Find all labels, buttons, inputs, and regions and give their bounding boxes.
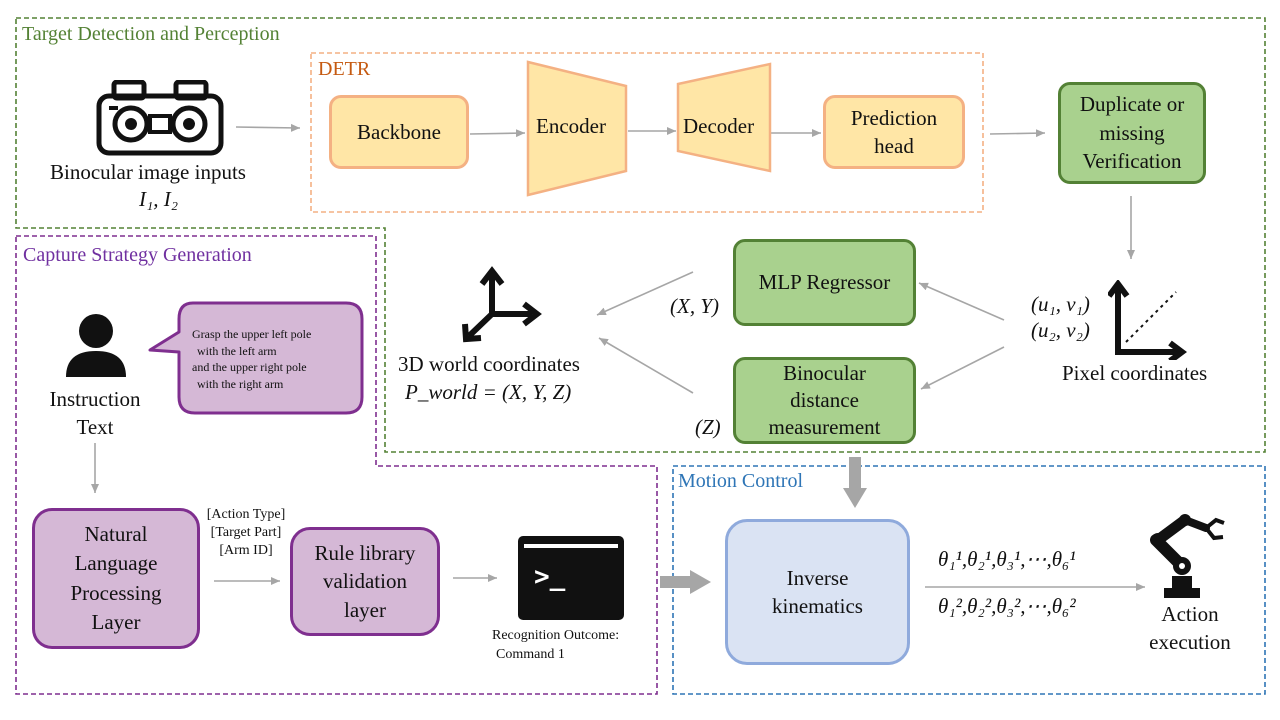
pixel-uv2: (u₂, v₂) xyxy=(1031,318,1090,342)
decoder-label: Decoder xyxy=(683,114,755,138)
arrow-prediction-to-verification xyxy=(989,129,1046,138)
detection-region-border xyxy=(15,17,1266,453)
speech-line-2: with the left arm xyxy=(197,343,277,358)
arrow-mlp-to-world xyxy=(596,271,694,316)
nlp-output-tags: [Action Type] [Target Part] [Arm ID] xyxy=(198,506,294,560)
encoder-trapezoid xyxy=(526,60,628,197)
backbone-block: Backbone xyxy=(329,95,469,169)
tag-target-part: [Target Part] xyxy=(210,525,282,540)
arrow-input-to-backbone xyxy=(235,123,301,132)
verification-label: Duplicate or missing Verification xyxy=(1079,92,1185,174)
arrow-pixel-to-mlp xyxy=(918,282,1005,321)
theta-row-1: θ₁¹,θ₂¹,θ₃¹,⋯,θ₆¹ xyxy=(938,547,1076,571)
binocular-camera-icon xyxy=(96,80,224,156)
person-icon xyxy=(66,314,126,377)
backbone-label: Backbone xyxy=(357,119,441,144)
speech-bubble xyxy=(148,301,364,415)
nlp-layer-block: Natural Language Processing Layer xyxy=(32,508,200,649)
binocular-inputs-symbols: I₁, I₂ xyxy=(139,187,179,211)
thick-arrow-binocular-to-ik xyxy=(843,457,867,508)
world-coordinates-label: 3D world coordinates xyxy=(398,352,580,376)
recognition-outcome-line2: Command 1 xyxy=(496,647,565,662)
speech-line-1: Grasp the upper left pole xyxy=(192,327,312,341)
verification-block: Duplicate or missing Verification xyxy=(1058,82,1206,184)
motion-region-border xyxy=(672,465,1266,695)
mlp-regressor-label: MLP Regressor xyxy=(758,270,891,295)
pixel-axes-icon xyxy=(1108,280,1187,360)
arrow-binocular-to-world xyxy=(598,337,694,394)
terminal-icon: >_ xyxy=(518,536,624,620)
world-formula: P_world = (X, Y, Z) xyxy=(405,380,572,404)
capture-region-border xyxy=(15,235,658,695)
inverse-kinematics-block: Inverse kinematics xyxy=(725,519,910,665)
xy-label: (X, Y) xyxy=(670,294,719,318)
speech-line-3: and the upper right pole xyxy=(192,360,307,374)
z-label: (Z) xyxy=(695,415,721,439)
thick-arrow-terminal-to-ik xyxy=(660,570,711,594)
prediction-head-block: Prediction head xyxy=(823,95,965,169)
decoder-trapezoid xyxy=(676,62,772,173)
detr-region-title: DETR xyxy=(318,58,371,80)
tag-arm-id: [Arm ID] xyxy=(219,543,273,558)
capture-region-title: Capture Strategy Generation xyxy=(23,244,252,266)
arrow-pixel-to-binocular xyxy=(920,346,1005,390)
terminal-prompt: >_ xyxy=(534,562,566,592)
detection-region-title: Target Detection and Perception xyxy=(22,23,280,45)
speech-bubble-text: Grasp the upper left pole with the left … xyxy=(192,326,311,392)
detr-region-border xyxy=(310,52,984,213)
pixel-uv1: (u₁, v₁) xyxy=(1031,292,1090,316)
arrow-backbone-to-encoder xyxy=(469,129,526,138)
world-axes-icon xyxy=(462,266,542,343)
action-execution-label: Action execution xyxy=(1149,602,1231,655)
speech-line-4: with the right arm xyxy=(197,376,284,391)
pixel-coordinates-label: Pixel coordinates xyxy=(1062,361,1208,385)
recognition-outcome-line1: Recognition Outcome: xyxy=(492,628,620,643)
theta-row-2: θ₁²,θ₂²,θ₃²,⋯,θ₆² xyxy=(938,594,1076,618)
nlp-layer-label: Natural Language Processing Layer xyxy=(70,521,162,634)
instruction-text-label: Instruction Text xyxy=(49,387,141,440)
inverse-kinematics-label: Inverse kinematics xyxy=(772,565,863,618)
rule-library-block: Rule library validation layer xyxy=(290,527,440,636)
binocular-distance-block: Binocular distance measurement xyxy=(733,357,916,444)
encoder-label: Encoder xyxy=(536,114,606,138)
prediction-head-label: Prediction head xyxy=(850,105,938,158)
mlp-regressor-block: MLP Regressor xyxy=(733,239,916,326)
rule-library-label: Rule library validation layer xyxy=(314,540,416,622)
robot-arm-icon xyxy=(1150,514,1225,598)
binocular-inputs-label: Binocular image inputs xyxy=(50,160,246,184)
tag-action-type: [Action Type] xyxy=(206,507,286,522)
binocular-distance-label: Binocular distance measurement xyxy=(768,360,881,440)
motion-region-title: Motion Control xyxy=(678,470,804,492)
